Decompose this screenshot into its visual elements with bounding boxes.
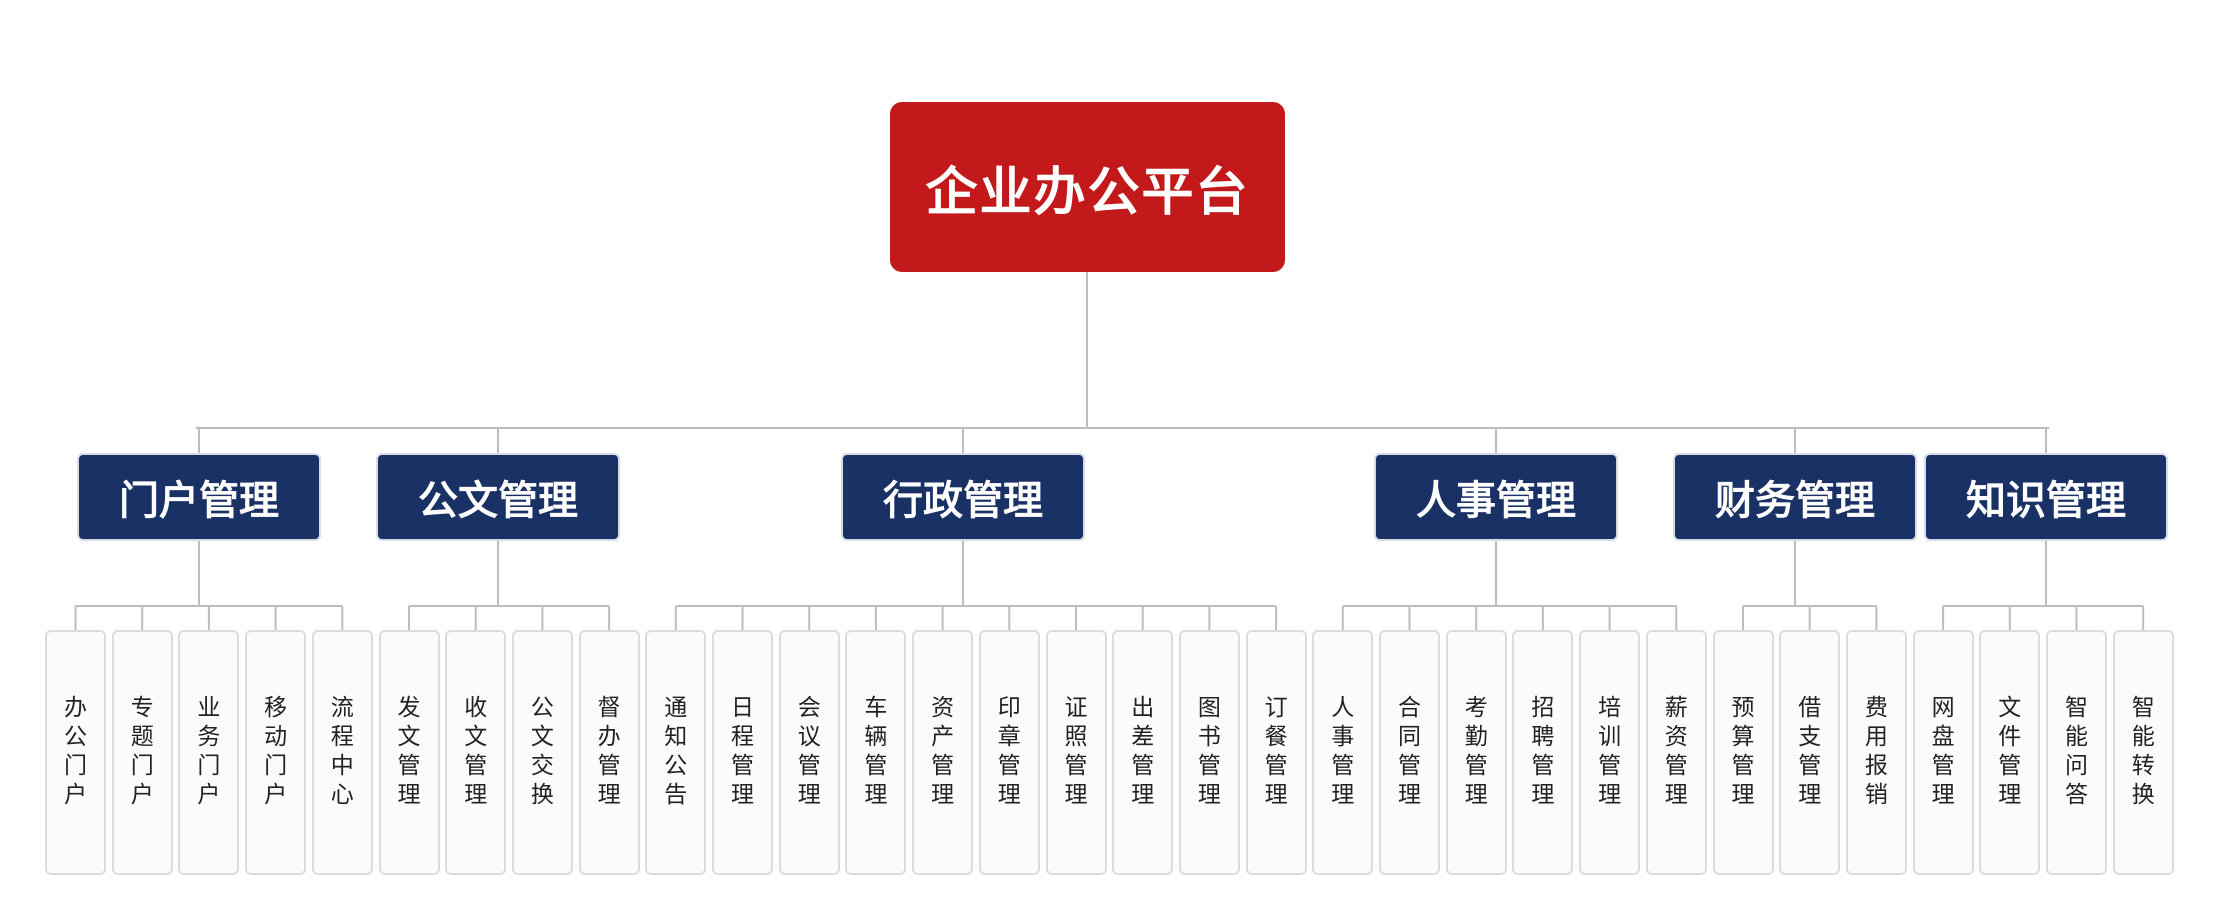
leaf-node: 智能问答 — [2046, 630, 2107, 875]
leaf-label: 借支管理 — [1798, 695, 1822, 808]
category-node: 人事管理 — [1374, 453, 1618, 541]
leaf-label: 智能转换 — [2131, 695, 2155, 808]
leaf-node: 办公门户 — [45, 630, 106, 875]
category-node: 财务管理 — [1673, 453, 1917, 541]
leaf-node: 通知公告 — [645, 630, 707, 875]
leaf-label: 通知公告 — [664, 695, 688, 808]
leaf-label: 证照管理 — [1064, 695, 1088, 808]
leaf-label: 招聘管理 — [1531, 695, 1555, 808]
leaf-node: 预算管理 — [1712, 630, 1774, 875]
leaf-node: 网盘管理 — [1912, 630, 1974, 875]
leaf-node: 专题门户 — [111, 630, 173, 875]
leaf-label: 文件管理 — [1998, 695, 2022, 808]
leaf-node: 业务门户 — [178, 630, 240, 875]
leaf-label: 网盘管理 — [1931, 695, 1955, 808]
leaf-label: 公文交换 — [530, 695, 554, 808]
leaf-node: 文件管理 — [1979, 630, 2041, 875]
leaf-node: 合同管理 — [1379, 630, 1440, 875]
leaf-node: 招聘管理 — [1512, 630, 1574, 875]
leaf-node: 发文管理 — [378, 630, 440, 875]
leaf-label: 图书管理 — [1197, 695, 1221, 808]
leaf-label: 发文管理 — [397, 695, 421, 808]
leaf-label: 培训管理 — [1598, 695, 1622, 808]
leaf-label: 资产管理 — [931, 695, 955, 808]
leaf-node: 证照管理 — [1045, 630, 1107, 875]
leaf-node: 人事管理 — [1312, 630, 1374, 875]
leaf-label: 合同管理 — [1398, 695, 1421, 808]
leaf-label: 移动门户 — [264, 695, 288, 808]
leaf-node: 督办管理 — [578, 630, 640, 875]
category-node: 公文管理 — [376, 453, 620, 541]
leaf-label: 出差管理 — [1131, 695, 1155, 808]
leaf-node: 订餐管理 — [1245, 630, 1307, 875]
leaf-label: 业务门户 — [197, 695, 221, 808]
leaf-node: 公文交换 — [511, 630, 573, 875]
leaf-node: 流程中心 — [311, 630, 373, 875]
leaf-label: 智能问答 — [2065, 695, 2088, 808]
category-node: 门户管理 — [77, 453, 321, 541]
leaf-node: 印章管理 — [978, 630, 1040, 875]
leaf-node: 日程管理 — [712, 630, 773, 875]
leaf-node: 出差管理 — [1112, 630, 1174, 875]
leaf-label: 办公门户 — [64, 695, 87, 808]
leaf-node: 智能转换 — [2112, 630, 2174, 875]
leaf-label: 印章管理 — [997, 695, 1021, 808]
leaf-label: 预算管理 — [1731, 695, 1755, 808]
leaf-label: 流程中心 — [330, 695, 354, 808]
leaf-node: 培训管理 — [1579, 630, 1641, 875]
root-node: 企业办公平台 — [890, 102, 1285, 272]
leaf-label: 车辆管理 — [864, 695, 888, 808]
leaf-label: 收文管理 — [464, 695, 488, 808]
leaf-node: 收文管理 — [445, 630, 507, 875]
leaf-label: 督办管理 — [597, 695, 621, 808]
leaf-label: 日程管理 — [731, 695, 754, 808]
leaf-node: 考勤管理 — [1445, 630, 1507, 875]
leaf-node: 车辆管理 — [845, 630, 907, 875]
leaf-node: 会议管理 — [778, 630, 840, 875]
leaf-node: 图书管理 — [1178, 630, 1240, 875]
leaf-node: 资产管理 — [912, 630, 974, 875]
leaf-node: 借支管理 — [1779, 630, 1841, 875]
leaf-label: 薪资管理 — [1664, 695, 1688, 808]
leaf-label: 考勤管理 — [1464, 695, 1488, 808]
category-node: 知识管理 — [1924, 453, 2168, 541]
category-node: 行政管理 — [841, 453, 1085, 541]
leaf-label: 专题门户 — [130, 695, 154, 808]
leaf-node: 移动门户 — [245, 630, 307, 875]
leaf-node: 薪资管理 — [1645, 630, 1707, 875]
leaf-node: 费用报销 — [1845, 630, 1907, 875]
leaf-label: 订餐管理 — [1264, 695, 1288, 808]
leaf-label: 人事管理 — [1331, 695, 1355, 808]
leaf-label: 费用报销 — [1864, 695, 1888, 808]
leaf-label: 会议管理 — [797, 695, 821, 808]
